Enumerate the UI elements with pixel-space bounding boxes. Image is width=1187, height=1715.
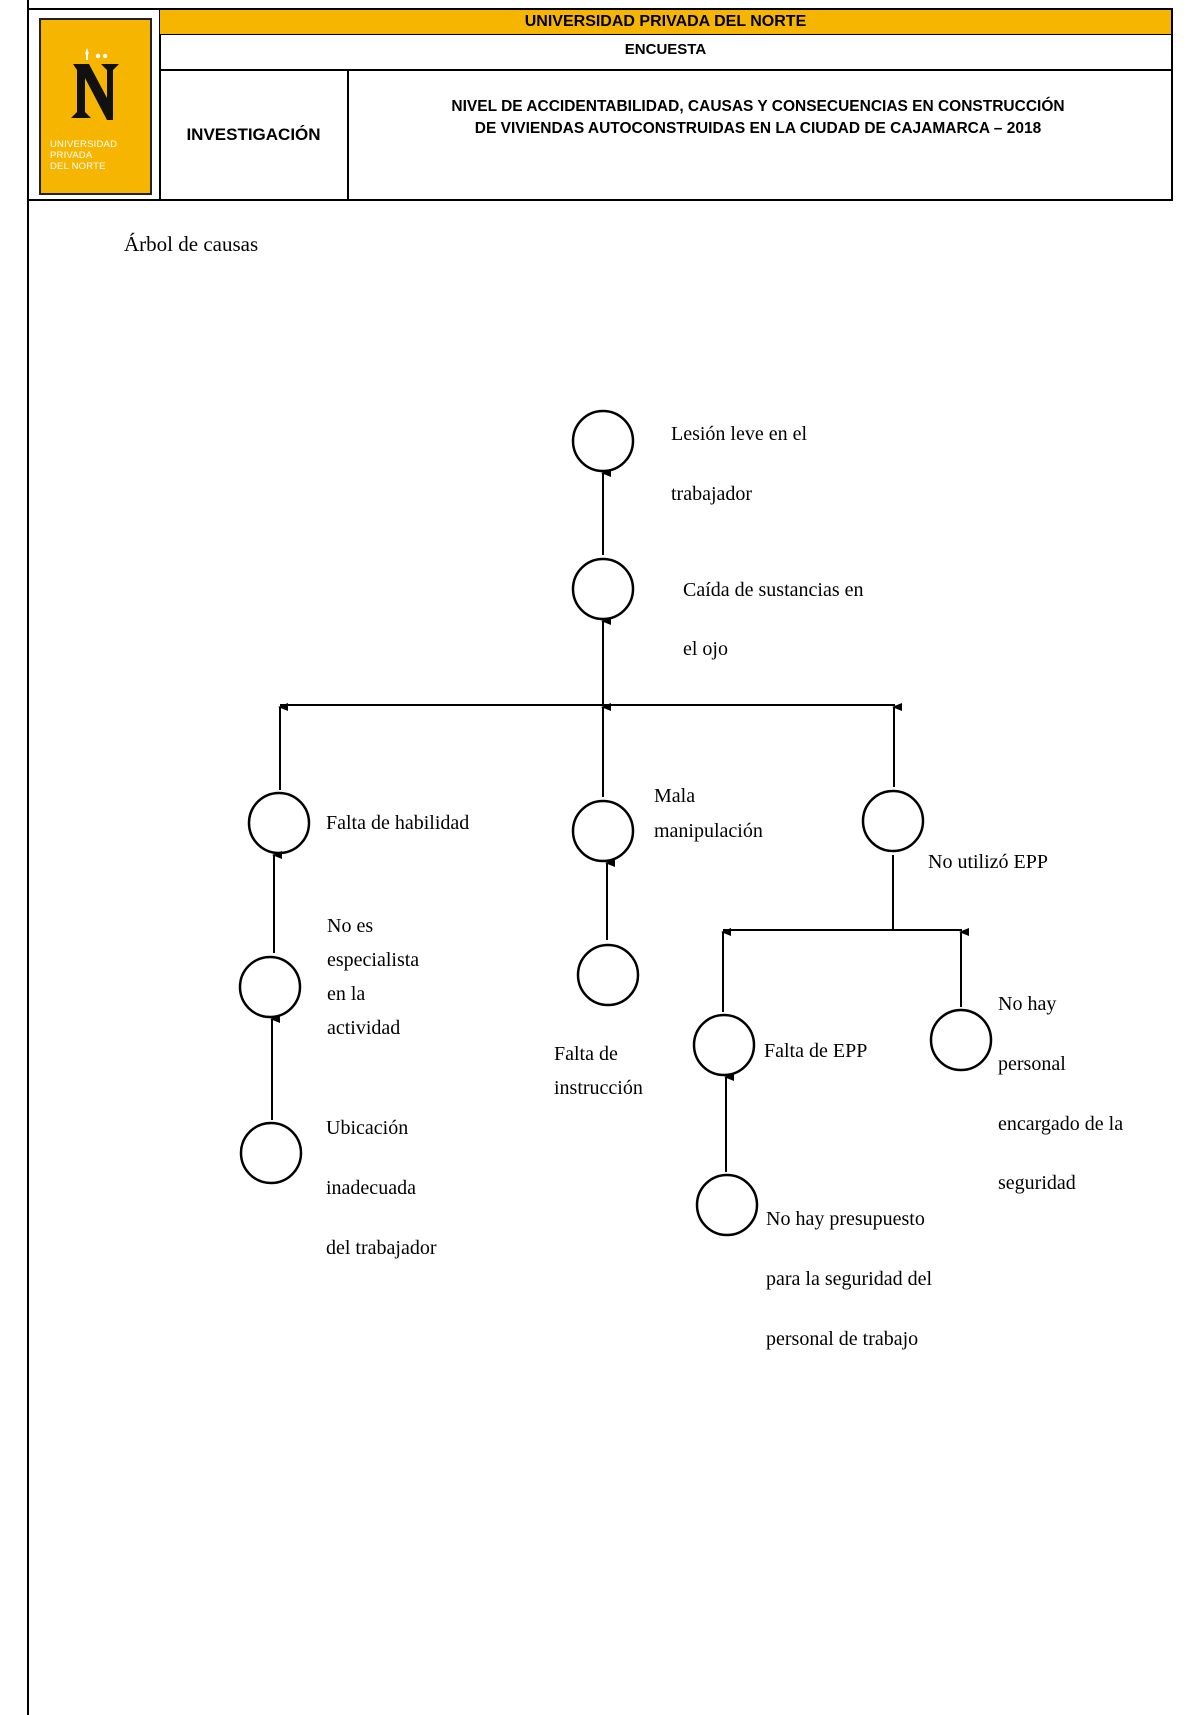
label-no-especialista-line: en la [327,983,365,1005]
label-no-especialista-line: No es [327,915,373,937]
research-title-line-1: NIVEL DE ACCIDENTABILIDAD, CAUSAS Y CONS… [451,98,1065,115]
node-no-especialista [238,955,302,1019]
research-title-line-2: DE VIVIENDAS AUTOCONSTRUIDAS EN LA CIUDA… [474,120,1042,137]
label-presupuesto-line: personal de trabajo [766,1328,918,1350]
node-no-personal [929,1008,993,1072]
label-falta-epp-line: Falta de EPP [764,1040,867,1062]
university-name: UNIVERSIDAD PRIVADA DEL NORTE [160,10,1171,35]
label-no-personal-line: personal [998,1053,1066,1075]
label-instruccion-line: Falta de [554,1043,618,1065]
label-no-personal-line: seguridad [998,1172,1076,1194]
header-divider-2 [347,70,349,199]
label-ubicacion-line: Ubicación [326,1117,408,1139]
label-manipulacion: Mala manipulación [654,785,763,842]
label-caida-line: Caída de sustancias en [683,579,864,601]
label-lesion: Lesión leve en el trabajador [671,423,812,505]
node-falta-epp [692,1013,756,1077]
label-presupuesto: No hay presupuesto para la seguridad del… [766,1208,937,1350]
page-left-border [27,0,29,1715]
label-presupuesto-line: No hay presupuesto [766,1208,925,1230]
logo-n-icon [71,48,119,120]
node-instruccion [576,943,640,1007]
label-no-especialista-line: actividad [327,1017,400,1039]
label-instruccion: Falta de instrucción [554,1043,643,1099]
label-lesion-line: Lesión leve en el [671,423,807,445]
label-no-especialista-line: especialista [327,949,419,971]
label-caida-line: el ojo [683,638,728,660]
diagram-heading: Árbol de causas [124,232,259,256]
label-lesion-line: trabajador [671,483,752,505]
label-no-personal-line: No hay [998,993,1056,1015]
node-lesion [571,409,635,473]
label-habilidad: Falta de habilidad [326,812,469,834]
label-no-personal-line: encargado de la [998,1113,1123,1135]
node-presupuesto [695,1173,759,1237]
document-header: UNIVERSIDAD PRIVADA DEL NORTE UNIVERSIDA… [27,8,1173,201]
label-manipulacion-line: manipulación [654,820,763,842]
label-no-especialista: No es especialista en la actividad [327,915,424,1039]
label-ubicacion-line: del trabajador [326,1237,437,1259]
label-caida: Caída de sustancias en el ojo [683,579,869,660]
label-no-epp: No utilizó EPP [928,851,1048,873]
node-habilidad [247,791,311,855]
label-falta-epp: Falta de EPP [764,1040,867,1062]
node-ubicacion [239,1121,303,1185]
section-label: INVESTIGACIÓN [186,124,321,144]
node-caida [571,557,635,621]
university-logo: UNIVERSIDAD PRIVADA DEL NORTE [39,18,152,195]
label-manipulacion-line: Mala [654,785,695,807]
label-no-personal: No hay personal encargado de la segurida… [998,993,1128,1194]
node-no-epp [861,789,925,853]
label-instruccion-line: instrucción [554,1077,643,1099]
logo-text: UNIVERSIDAD PRIVADA DEL NORTE [50,139,118,172]
label-presupuesto-line: para la seguridad del [766,1268,932,1290]
label-habilidad-line: Falta de habilidad [326,812,469,834]
label-ubicacion-line: inadecuada [326,1177,416,1199]
node-manipulacion [571,799,635,863]
research-title: NIVEL DE ACCIDENTABILIDAD, CAUSAS Y CONS… [349,96,1167,140]
header-divider [159,10,161,199]
label-no-epp-line: No utilizó EPP [928,851,1048,873]
form-type: ENCUESTA [160,35,1171,71]
label-ubicacion: Ubicación inadecuada del trabajador [326,1117,437,1259]
